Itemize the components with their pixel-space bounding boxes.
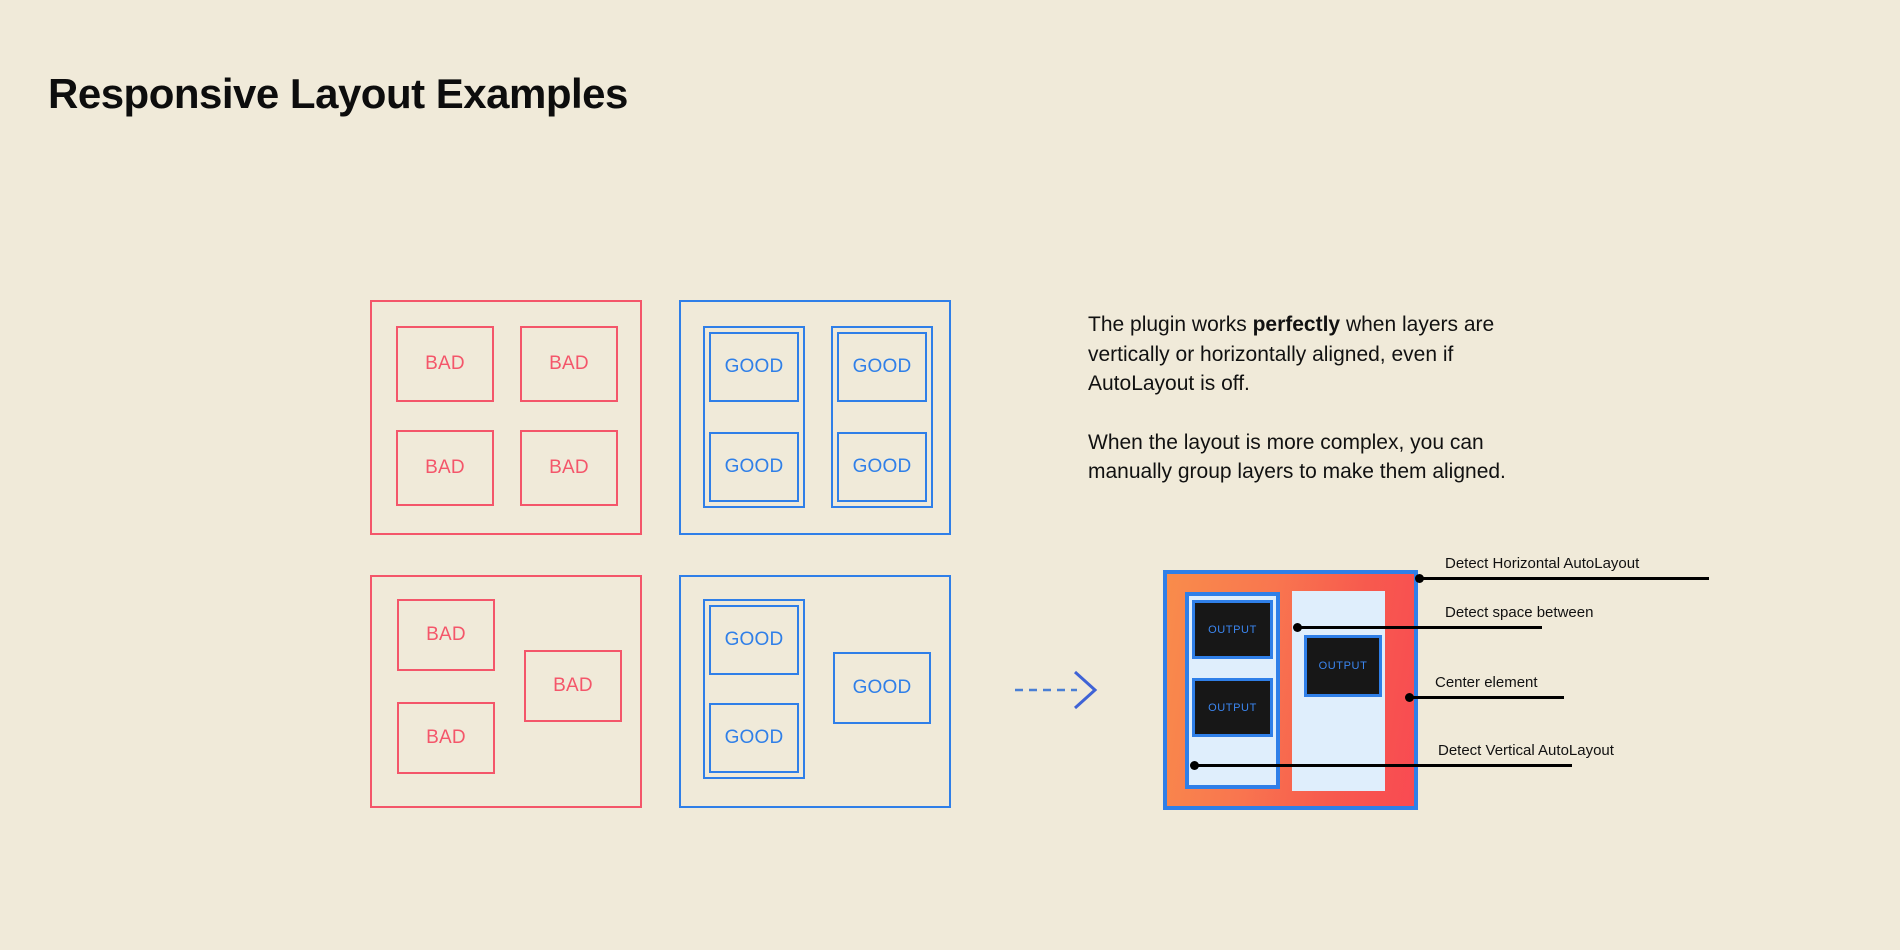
example-panel-good-complex: GOOD GOOD GOOD (679, 575, 951, 808)
example-panel-bad-complex: BAD BAD BAD (370, 575, 642, 808)
callout-label: Detect Vertical AutoLayout (1438, 742, 1614, 759)
example-panel-bad-grid: BAD BAD BAD BAD (370, 300, 642, 535)
cell-bad: BAD (396, 430, 494, 506)
cell-bad: BAD (520, 430, 618, 506)
cell-bad: BAD (524, 650, 622, 722)
paragraph-2: When the layout is more complex, you can… (1088, 430, 1506, 484)
detection-diagram-frame: OUTPUT OUTPUT OUTPUT (1163, 570, 1418, 810)
cell-good: GOOD (833, 652, 931, 724)
page-title: Responsive Layout Examples (48, 70, 628, 118)
cell-good: GOOD (709, 703, 799, 773)
cell-bad: BAD (520, 326, 618, 402)
cell-bad: BAD (396, 326, 494, 402)
cell-good: GOOD (709, 432, 799, 502)
output-box: OUTPUT (1192, 678, 1273, 737)
cell-good: GOOD (709, 605, 799, 675)
group-wrapper-column-right (831, 326, 933, 508)
cell-good: GOOD (837, 432, 927, 502)
output-box: OUTPUT (1192, 600, 1273, 659)
callout-label: Detect space between (1445, 604, 1594, 621)
paragraph-1: The plugin works perfectly when layers a… (1088, 310, 1558, 399)
example-panel-good-grid: GOOD GOOD GOOD GOOD (679, 300, 951, 535)
cell-bad: BAD (397, 599, 495, 671)
paragraph-1-tail: when layers are vertically or horizontal… (1088, 313, 1495, 395)
callout-label: Detect Horizontal AutoLayout (1445, 555, 1640, 572)
paragraph-1-lead: The plugin works (1088, 313, 1253, 336)
cell-good: GOOD (709, 332, 799, 402)
callout-leader-line (1297, 626, 1542, 629)
cell-good: GOOD (837, 332, 927, 402)
paragraph-1-emphasis: perfectly (1252, 313, 1341, 336)
callout-label: Center element (1435, 674, 1538, 691)
callout-leader-line (1409, 696, 1564, 699)
group-wrapper-column-left (703, 326, 805, 508)
cell-bad: BAD (397, 702, 495, 774)
output-box: OUTPUT (1304, 635, 1382, 697)
description-text-block: The plugin works perfectly when layers a… (1088, 310, 1558, 487)
dashed-arrow-right-icon (1015, 670, 1105, 710)
callout-leader-line (1419, 577, 1709, 580)
paragraph-spacer (1088, 399, 1558, 428)
group-wrapper-column-left (703, 599, 805, 779)
callout-leader-line (1194, 764, 1572, 767)
